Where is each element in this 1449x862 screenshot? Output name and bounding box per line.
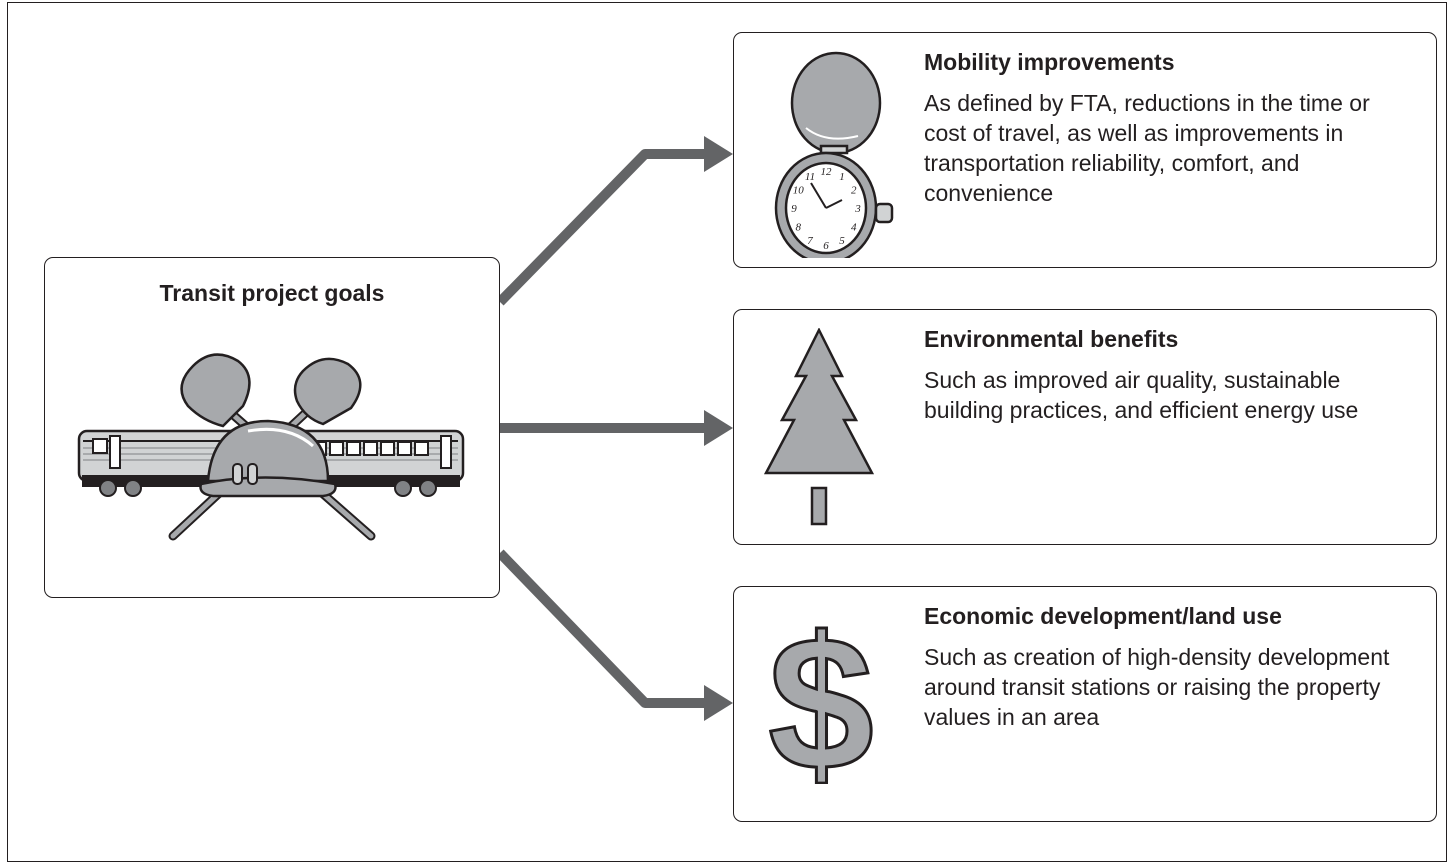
watch-numeral: 3	[854, 203, 861, 215]
goal-box-environmental: Environmental benefits Such as improved …	[733, 309, 1437, 545]
watch-numeral: 10	[793, 185, 805, 197]
svg-text:$: $	[768, 609, 874, 784]
watch-numeral: 2	[851, 185, 857, 197]
watch-numeral: 5	[839, 235, 845, 247]
goal-title: Economic development/land use	[924, 603, 1282, 629]
watch-numeral: 12	[821, 166, 833, 178]
tree-icon	[764, 328, 874, 526]
goal-description: Such as creation of high-density develop…	[924, 644, 1390, 730]
source-title: Transit project goals	[159, 280, 385, 306]
arrowhead-economic	[704, 685, 733, 721]
arrow-to-economic	[496, 549, 706, 708]
arrow-to-mobility	[496, 149, 706, 306]
goal-title: Mobility improvements	[924, 49, 1175, 75]
watch-numeral: 4	[851, 222, 857, 234]
train-construction-icon	[77, 353, 465, 541]
transit-project-goals-box: Transit project goals	[44, 257, 500, 598]
watch-numeral: 1	[839, 171, 845, 183]
watch-numeral: 9	[791, 203, 797, 215]
goal-description: Such as improved air quality, sustainabl…	[924, 367, 1359, 423]
goal-description: As defined by FTA, reductions in the tim…	[924, 90, 1370, 206]
goal-box-economic: $ Economic development/land use Such as …	[733, 586, 1437, 822]
arrowhead-mobility	[704, 136, 733, 172]
goal-title: Environmental benefits	[924, 326, 1179, 352]
watch-numeral: 7	[807, 235, 813, 247]
watch-numeral: 6	[823, 240, 829, 252]
arrowhead-environmental	[704, 410, 733, 446]
dollar-sign-icon: $	[767, 609, 876, 784]
watch-numeral: 8	[796, 222, 802, 234]
watch-numeral: 11	[805, 171, 815, 183]
